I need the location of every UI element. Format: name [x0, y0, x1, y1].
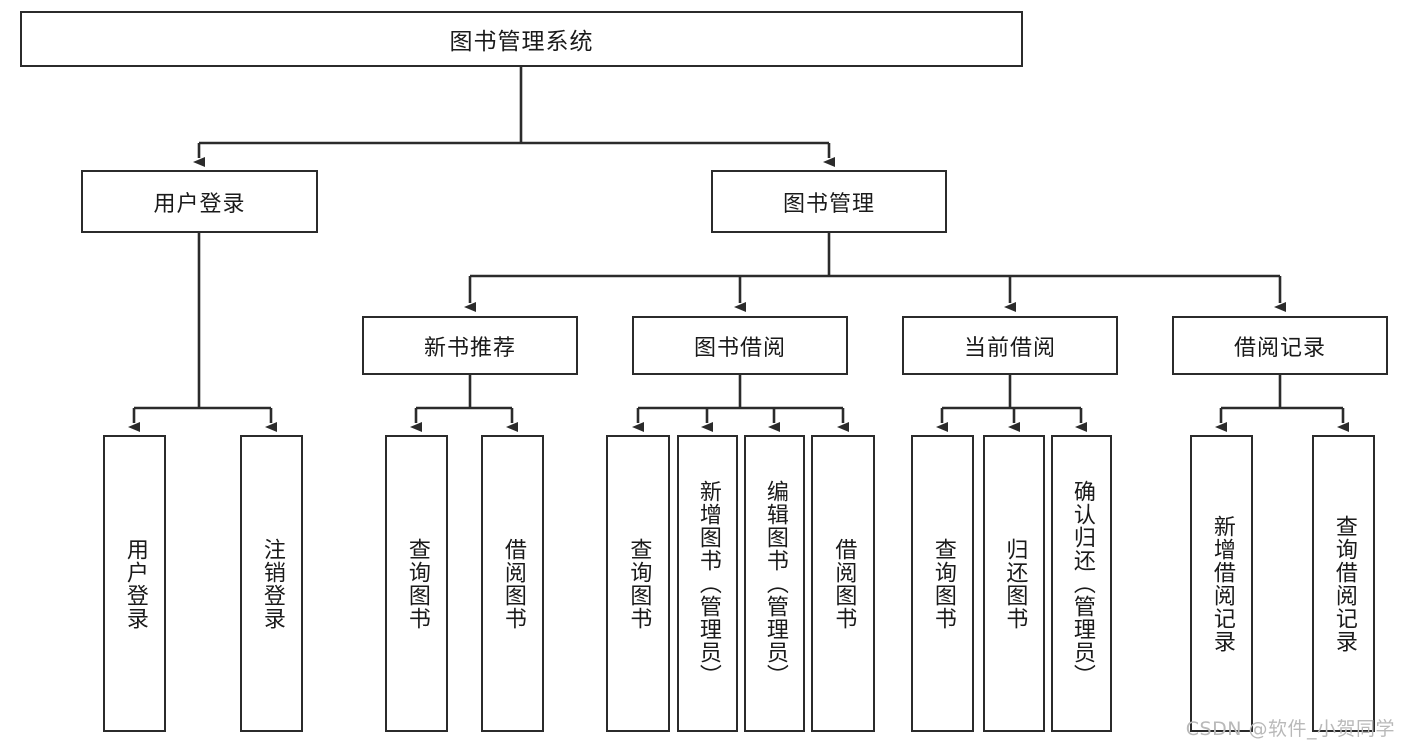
leaf-label: 注销登录: [259, 537, 285, 630]
node-root-label: 图书管理系统: [449, 29, 594, 55]
node-borrow-record[interactable]: 借阅记录: [1172, 316, 1388, 375]
leaf-label: 查询借阅记录: [1331, 514, 1357, 653]
csdn-watermark: CSDN @软件_小贺同学: [1185, 718, 1395, 740]
leaf-label: 编辑图书（管理员）: [762, 480, 788, 687]
leaf-label: 查询图书: [404, 537, 430, 630]
node-borrow-record-label: 借阅记录: [1233, 335, 1326, 361]
leaf-query-book-borrow[interactable]: 查询图书: [606, 435, 670, 732]
leaf-return-book[interactable]: 归还图书: [983, 435, 1045, 732]
leaf-label: 借阅图书: [831, 537, 857, 630]
leaf-query-book-recommend[interactable]: 查询图书: [385, 435, 448, 732]
leaf-label: 借阅图书: [500, 537, 526, 630]
leaf-label: 查询图书: [626, 537, 652, 630]
node-book-borrow[interactable]: 图书借阅: [632, 316, 848, 375]
leaf-borrow-book-recommend[interactable]: 借阅图书: [481, 435, 544, 732]
leaf-query-book-current[interactable]: 查询图书: [911, 435, 974, 732]
node-new-book-recommend-label: 新书推荐: [423, 335, 516, 361]
leaf-label: 确认归还（管理员）: [1069, 480, 1095, 687]
leaf-label: 归还图书: [1002, 537, 1028, 630]
node-current-borrow-label: 当前借阅: [963, 335, 1056, 361]
node-user-login-label: 用户登录: [153, 191, 246, 217]
node-root[interactable]: 图书管理系统: [20, 11, 1023, 67]
node-current-borrow[interactable]: 当前借阅: [902, 316, 1118, 375]
node-book-borrow-label: 图书借阅: [693, 335, 786, 361]
node-new-book-recommend[interactable]: 新书推荐: [362, 316, 578, 375]
leaf-add-book-admin[interactable]: 新增图书（管理员）: [677, 435, 738, 732]
leaf-edit-book-admin[interactable]: 编辑图书（管理员）: [744, 435, 805, 732]
leaf-logout[interactable]: 注销登录: [240, 435, 303, 732]
leaf-label: 用户登录: [122, 537, 148, 630]
leaf-query-borrow-record[interactable]: 查询借阅记录: [1312, 435, 1375, 732]
leaf-label: 新增图书（管理员）: [695, 480, 721, 687]
node-user-login[interactable]: 用户登录: [81, 170, 318, 233]
node-book-management-label: 图书管理: [782, 191, 875, 217]
leaf-label: 新增借阅记录: [1209, 514, 1235, 653]
node-book-management[interactable]: 图书管理: [711, 170, 947, 233]
leaf-add-borrow-record[interactable]: 新增借阅记录: [1190, 435, 1253, 732]
leaf-user-login[interactable]: 用户登录: [103, 435, 166, 732]
leaf-label: 查询图书: [930, 537, 956, 630]
leaf-borrow-book[interactable]: 借阅图书: [811, 435, 875, 732]
leaf-confirm-return-admin[interactable]: 确认归还（管理员）: [1051, 435, 1112, 732]
